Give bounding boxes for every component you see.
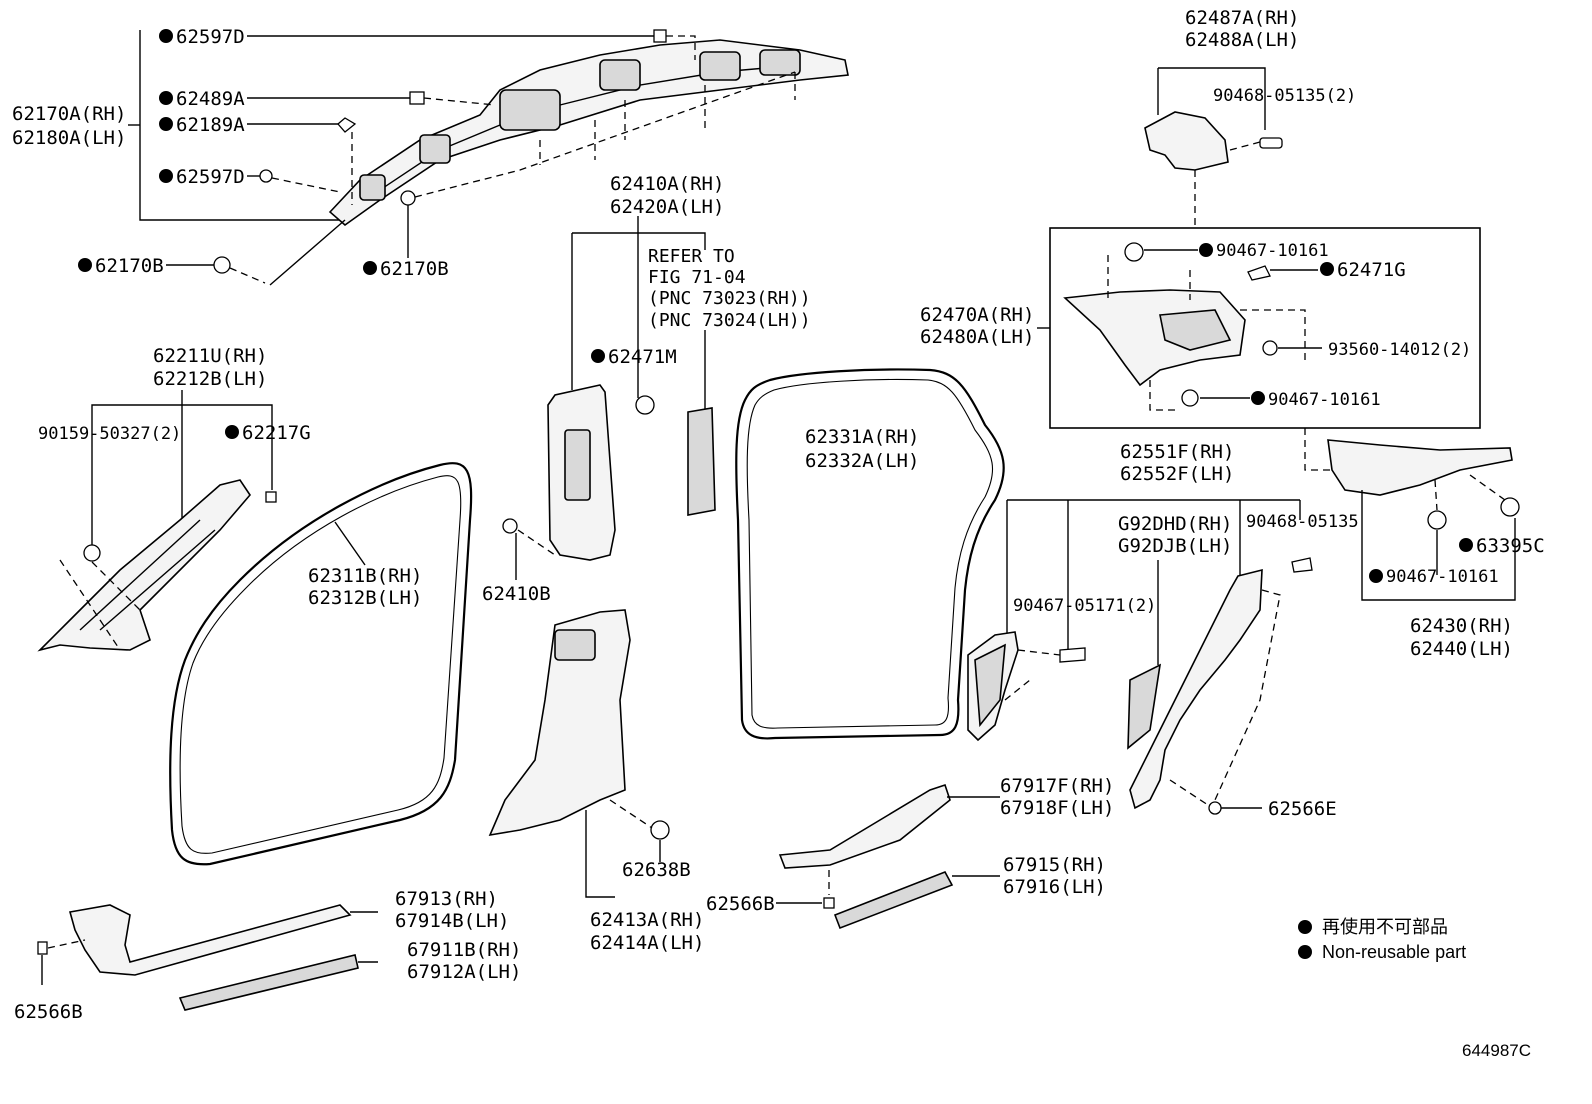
label-62170B-left: 62170B xyxy=(95,255,164,277)
rear-door-weatherstrip-group xyxy=(735,368,1005,740)
label-62470A-RH: 62470A(RH) xyxy=(920,304,1034,326)
refer-line-3: (PNC 73023(RH)) xyxy=(648,288,811,309)
label-62413A-RH: 62413A(RH) xyxy=(590,909,704,931)
quarter-lower-group xyxy=(967,499,1313,815)
legend-text-en: Non-reusable part xyxy=(1322,942,1466,962)
label-62488A-LH: 62488A(LH) xyxy=(1185,29,1299,51)
rear-scuff-plate-part xyxy=(778,783,951,869)
label-62170B-mid: 62170B xyxy=(380,258,449,280)
front-door-weatherstrip-group xyxy=(169,462,473,866)
roof-side-garnish-group xyxy=(1144,67,1283,228)
label-67912A-LH: 67912A(LH) xyxy=(407,961,521,983)
label-62480A-LH: 62480A(LH) xyxy=(920,326,1034,348)
refer-line-1: REFER TO xyxy=(648,246,735,267)
label-62414A-LH: 62414A(LH) xyxy=(590,932,704,954)
rear-weatherstrip-part xyxy=(735,368,1005,740)
label-62180A-LH: 62180A(LH) xyxy=(12,127,126,149)
a-pillar-garnish-group xyxy=(37,390,277,652)
label-63395C: 63395C xyxy=(1476,535,1545,557)
label-62212B-LH: 62212B(LH) xyxy=(153,368,267,390)
label-90467-right: 90467-10161 xyxy=(1386,567,1499,587)
label-90468-2: 90468-05135(2) xyxy=(1213,86,1356,106)
label-62430-RH: 62430(RH) xyxy=(1410,615,1513,637)
label-G92DJB-LH: G92DJB(LH) xyxy=(1118,535,1232,557)
curtain-airbag-group xyxy=(128,29,849,286)
label-62332A-LH: 62332A(LH) xyxy=(805,450,919,472)
label-90467-box-bottom: 90467-10161 xyxy=(1268,390,1381,410)
label-62551F-RH: 62551F(RH) xyxy=(1120,441,1234,463)
label-90467-05171: 90467-05171(2) xyxy=(1013,596,1156,616)
a-pillar-garnish-part xyxy=(37,479,252,652)
label-62566E: 62566E xyxy=(1268,798,1337,820)
label-93560: 93560-14012(2) xyxy=(1328,340,1471,360)
label-62189A: 62189A xyxy=(176,114,245,136)
label-67911B-RH: 67911B(RH) xyxy=(407,939,521,961)
curtain-airbag-part xyxy=(328,39,849,227)
figure-id: 644987C xyxy=(1462,1041,1531,1060)
label-62170A-RH: 62170A(RH) xyxy=(12,103,126,125)
quarter-upper-group xyxy=(1327,439,1520,601)
label-62638B: 62638B xyxy=(622,859,691,881)
label-62331A-RH: 62331A(RH) xyxy=(805,426,919,448)
legend-dot-en xyxy=(1298,945,1312,959)
b-pillar-lower-group xyxy=(488,609,670,898)
label-67916-LH: 67916(LH) xyxy=(1003,876,1106,898)
label-62410A-RH: 62410A(RH) xyxy=(610,173,724,195)
refer-line-2: FIG 71-04 xyxy=(648,267,746,288)
label-62471G: 62471G xyxy=(1337,259,1406,281)
label-67918F-LH: 67918F(LH) xyxy=(1000,797,1114,819)
b-pillar-upper-group xyxy=(502,216,716,580)
label-90467-top: 90467-10161 xyxy=(1216,241,1329,261)
label-62440-LH: 62440(LH) xyxy=(1410,638,1513,660)
label-67913-RH: 67913(RH) xyxy=(395,888,498,910)
label-62552F-LH: 62552F(LH) xyxy=(1120,463,1234,485)
label-90468-05135: 90468-05135 xyxy=(1246,512,1359,532)
scuff-plates-group xyxy=(37,783,1000,1011)
front-scuff-plate-part xyxy=(68,904,352,976)
label-62597D-top: 62597D xyxy=(176,26,245,48)
label-G92DHD-RH: G92DHD(RH) xyxy=(1118,513,1232,535)
label-62487A-RH: 62487A(RH) xyxy=(1185,7,1299,29)
label-62489A: 62489A xyxy=(176,88,245,110)
label-62420A-LH: 62420A(LH) xyxy=(610,196,724,218)
quarter-trim-box-group xyxy=(1037,227,1481,471)
legend-dot-ja xyxy=(1298,920,1312,934)
label-62211U-RH: 62211U(RH) xyxy=(153,345,267,367)
roof-side-garnish-part xyxy=(1144,111,1229,171)
label-62566B-left: 62566B xyxy=(14,1001,83,1023)
label-62410B: 62410B xyxy=(482,583,551,605)
label-67917F-RH: 67917F(RH) xyxy=(1000,775,1114,797)
quarter-upper-part xyxy=(1327,439,1513,496)
label-67914B-LH: 67914B(LH) xyxy=(395,910,509,932)
label-62312B-LH: 62312B(LH) xyxy=(308,587,422,609)
label-90159: 90159-50327(2) xyxy=(38,424,181,444)
label-62471M: 62471M xyxy=(608,346,677,368)
legend-text-ja: 再使用不可部品 xyxy=(1322,917,1448,937)
label-62566B-mid: 62566B xyxy=(706,893,775,915)
label-62311B-RH: 62311B(RH) xyxy=(308,565,422,587)
rear-door-scuff-part xyxy=(833,870,954,930)
front-weatherstrip-part xyxy=(169,462,473,866)
quarter-lower-part xyxy=(1129,568,1263,810)
front-door-scuff-part xyxy=(178,954,359,1011)
callout-labels: 62597D 62489A 62189A 62597D 62170A(RH) 6… xyxy=(12,7,1545,1023)
legend: 再使用不可部品 Non-reusable part xyxy=(1298,917,1466,962)
b-pillar-lower-part xyxy=(488,609,631,837)
label-67915-RH: 67915(RH) xyxy=(1003,854,1106,876)
label-62217G: 62217G xyxy=(242,422,311,444)
label-62597D-bottom: 62597D xyxy=(176,166,245,188)
refer-line-4: (PNC 73024(LH)) xyxy=(648,310,811,331)
